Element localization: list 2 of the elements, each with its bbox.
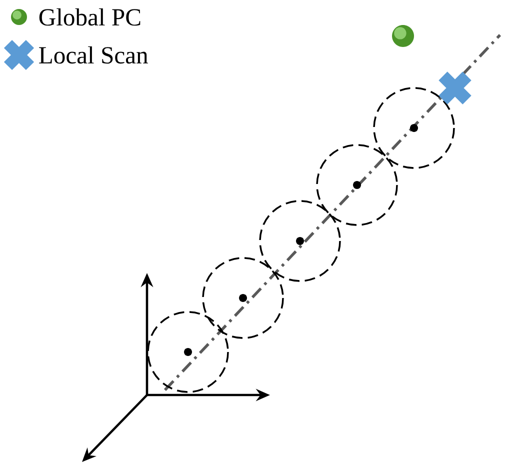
- legend-label: Global PC: [39, 8, 140, 26]
- legend-label: Local Scan: [39, 46, 148, 64]
